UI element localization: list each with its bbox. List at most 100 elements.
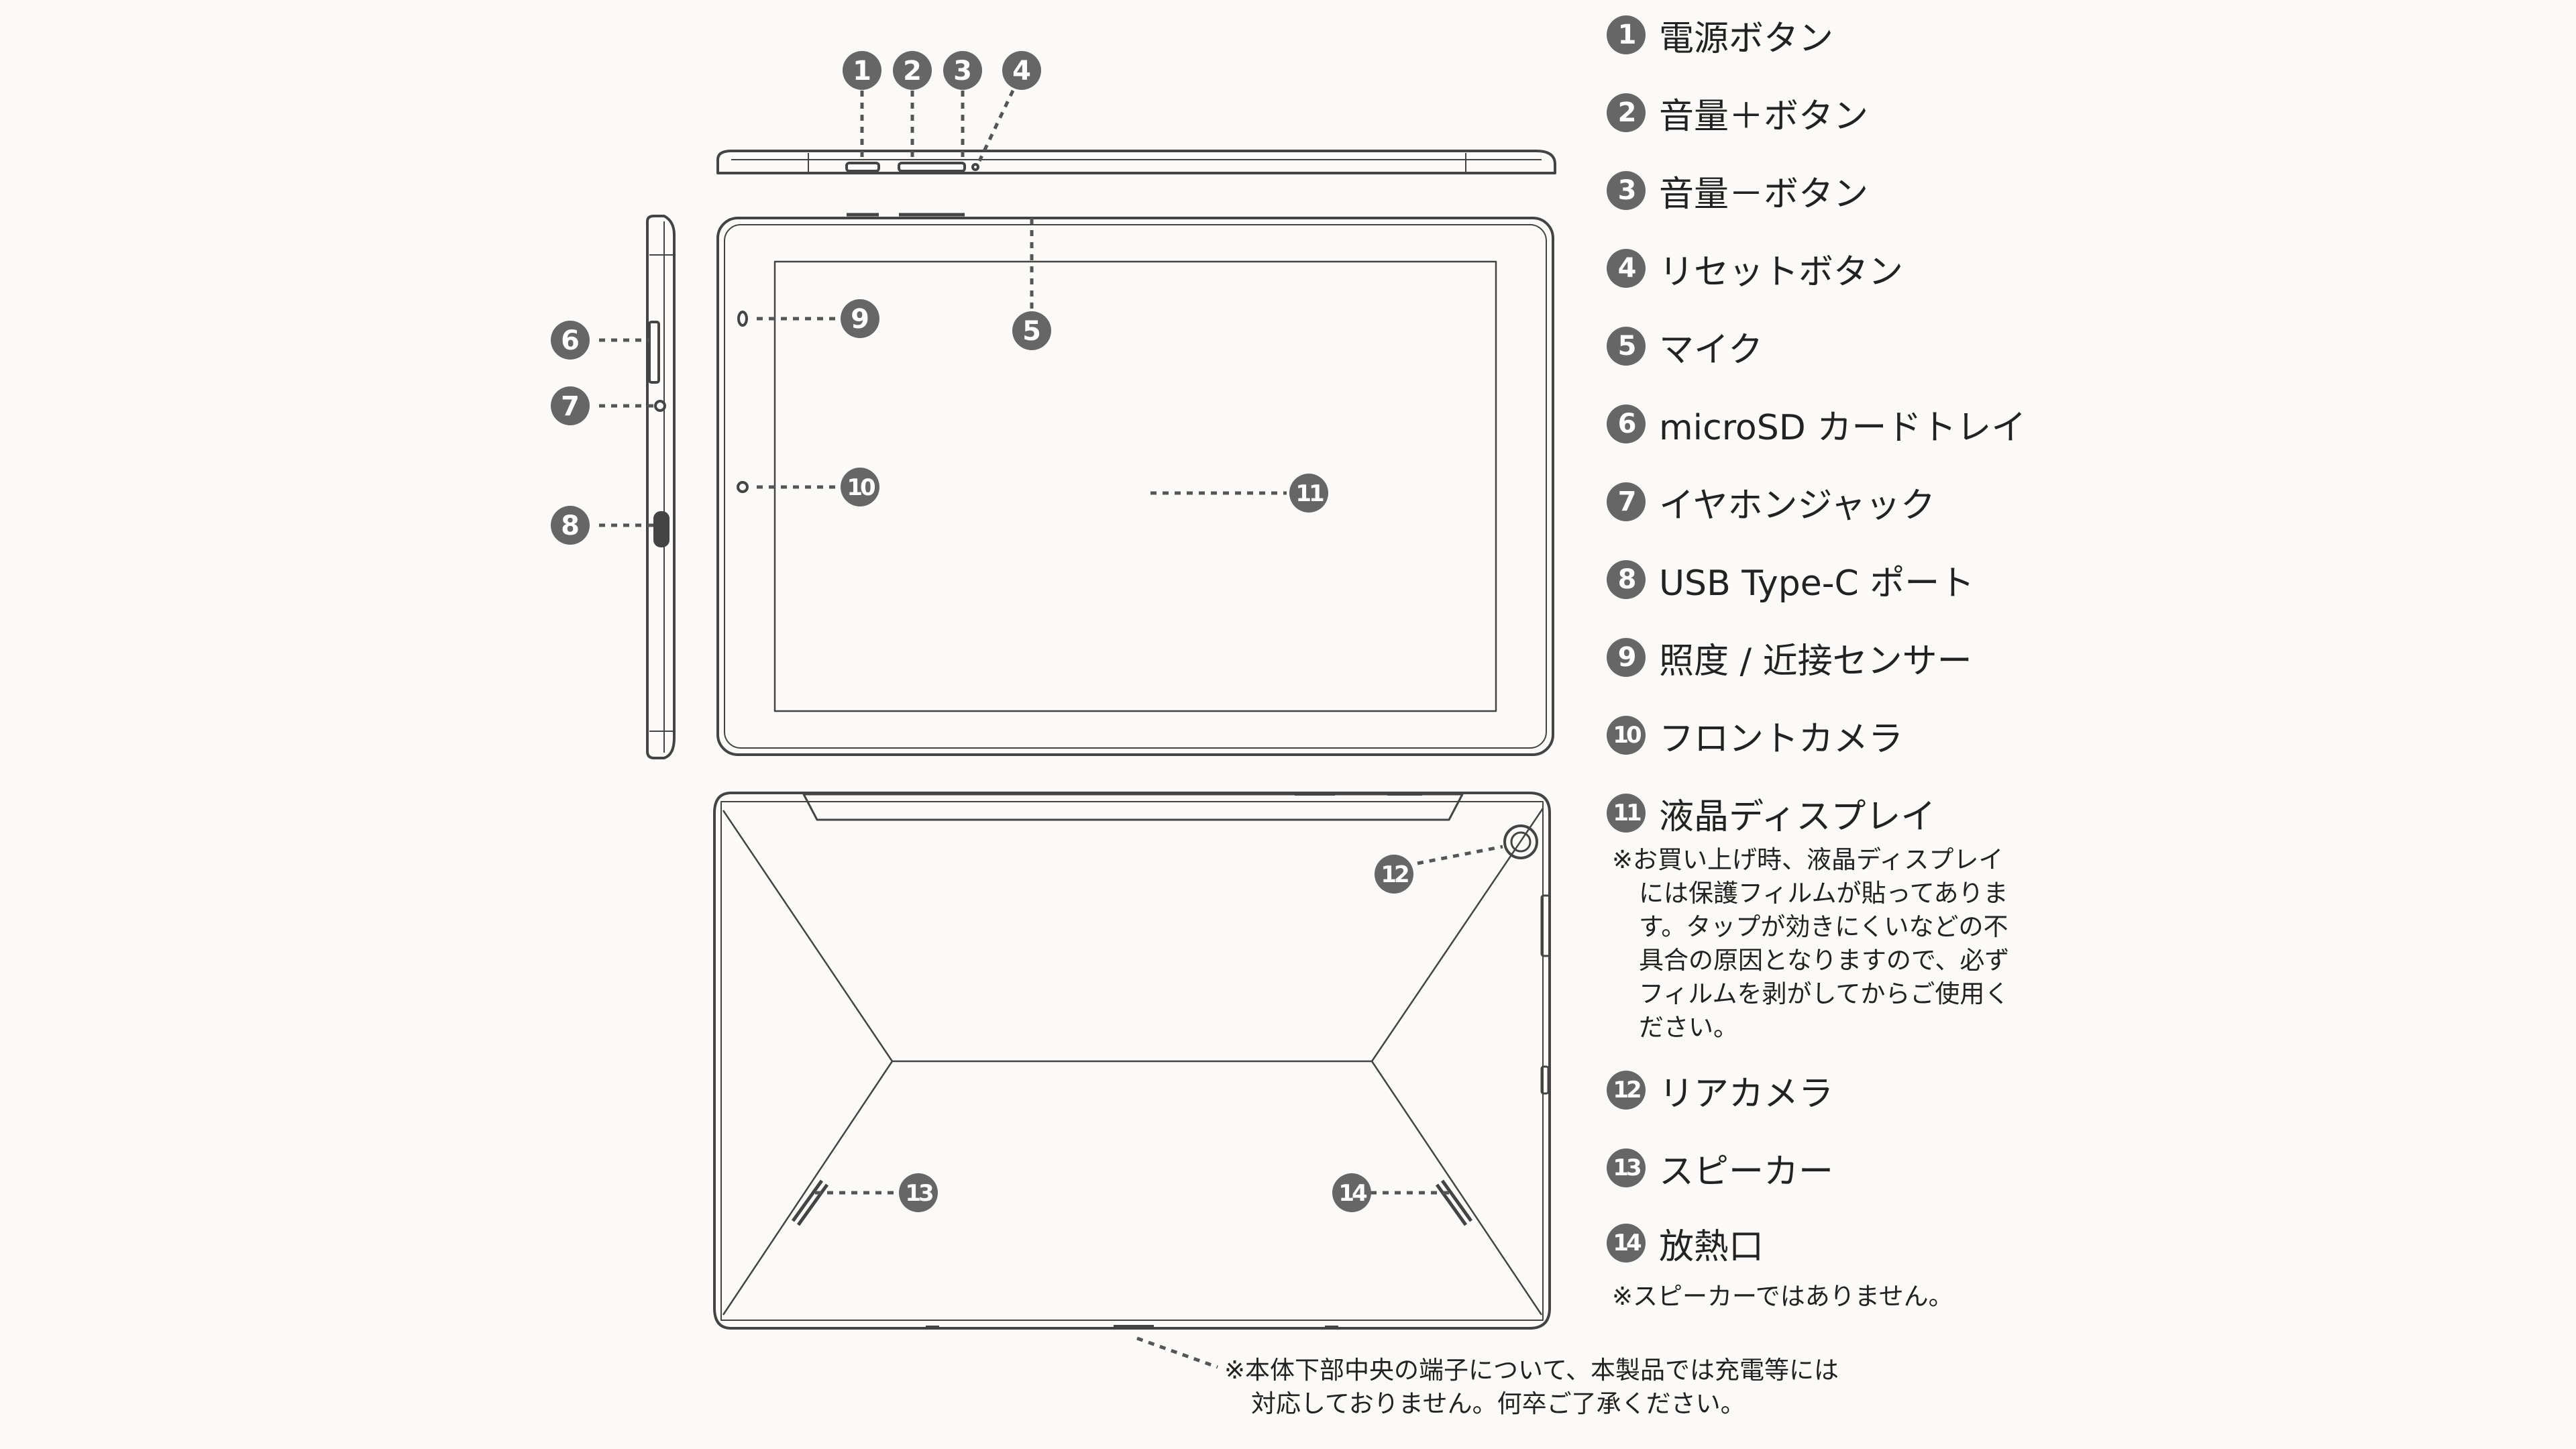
legend-number: 11 — [1607, 794, 1646, 833]
callout-badge-7: 7 — [551, 386, 590, 425]
legend-number: 9 — [1607, 638, 1646, 677]
legend-item-front-camera: 10 フロントカメラ — [1607, 712, 1903, 759]
callout-badge-number: 10 — [847, 474, 875, 501]
power-button-shape — [845, 162, 880, 172]
legend-item-volume-up: 2 音量＋ボタン — [1607, 89, 1868, 137]
legend-number: 5 — [1607, 327, 1646, 366]
light-sensor-shape — [737, 311, 748, 327]
callout-badge-circle — [843, 51, 881, 90]
callout-badge-circle — [551, 321, 590, 360]
legend-number: 8 — [1607, 560, 1646, 599]
callout-badge-circle — [1002, 51, 1041, 90]
callout-badge-number: 14 — [1338, 1180, 1367, 1207]
note-line: ※本体下部中央の端子について、本製品では充電等には — [1224, 1356, 1839, 1385]
rear-camera-shape — [1503, 824, 1538, 859]
callout-badge-circle — [841, 299, 879, 338]
legend-label: 照度 / 近接センサー — [1659, 641, 1972, 682]
callout-badge-number: 1 — [853, 56, 871, 87]
bottom-port-note: ※本体下部中央の端子について、本製品では充電等には 対応しておりません。何卒ご了… — [1224, 1354, 1839, 1421]
legend-label: マイク — [1659, 329, 1763, 370]
callout-badge-12: 12 — [1375, 855, 1413, 894]
legend-item-usb: 8 USB Type-C ポート — [1607, 556, 1975, 604]
legend-label: 電源ボタン — [1659, 18, 1834, 59]
legend-number: 4 — [1607, 249, 1646, 288]
legend-item-earphone: 7 イヤホンジャック — [1607, 478, 1935, 526]
legend-label: USB Type-C ポート — [1659, 563, 1975, 604]
tablet-side-edge-view — [646, 215, 676, 759]
callout-badge-9: 9 — [841, 299, 879, 338]
callout-badge-circle — [899, 1173, 938, 1212]
legend-label: 放熱口 — [1659, 1226, 1764, 1267]
callout-badge-number: 11 — [1295, 480, 1324, 507]
legend-item-sensor: 9 照度 / 近接センサー — [1607, 634, 1972, 682]
legend-number: 12 — [1607, 1071, 1646, 1110]
microsd-tray-shape — [648, 321, 660, 384]
note-line: ※お買い上げ時、液晶ディスプレイ — [1612, 845, 2004, 874]
legend-number: 13 — [1607, 1148, 1646, 1187]
callout-badge-1: 1 — [843, 51, 881, 90]
callout-badge-number: 8 — [561, 511, 580, 541]
callout-badge-circle — [1375, 855, 1413, 894]
callout-badge-4: 4 — [1002, 51, 1041, 90]
legend-number: 2 — [1607, 93, 1646, 132]
legend-item-power: 1 電源ボタン — [1607, 11, 1834, 59]
lcd-film-note: ※お買い上げ時、液晶ディスプレイ には保護フィルムが貼ってありま す。タップが効… — [1612, 843, 2009, 1044]
callout-badge-circle — [551, 386, 590, 425]
note-line: には保護フィルムが貼ってありま — [1639, 879, 2008, 908]
callout-badge-13: 13 — [899, 1173, 938, 1212]
front-camera-shape — [737, 481, 749, 493]
callout-badge-number: 12 — [1381, 861, 1408, 888]
legend-number: 6 — [1607, 405, 1646, 443]
legend-number: 10 — [1607, 716, 1646, 755]
callout-badge-circle — [1012, 311, 1051, 350]
callout-badge-circle — [1289, 474, 1328, 513]
note-line: 具合の原因となりますので、必ず — [1639, 946, 2010, 975]
legend-item-rear-camera: 12 リアカメラ — [1607, 1067, 1833, 1114]
legend-item-mic: 5 マイク — [1607, 323, 1763, 370]
legend-label: 音量－ボタン — [1659, 174, 1869, 215]
callout-badge-14: 14 — [1332, 1173, 1371, 1212]
legend-label: microSD カードトレイ — [1659, 407, 2027, 448]
tablet-back-view — [713, 792, 1551, 1330]
usb-port-shape — [653, 511, 669, 547]
legend-item-reset: 4 リセットボタン — [1607, 245, 1903, 292]
note-line: 対応しておりません。何卒ご了承ください。 — [1251, 1389, 1746, 1418]
leader-lines — [599, 89, 1503, 1369]
reset-hole-shape — [971, 163, 979, 171]
callout-badge-number: 5 — [1022, 316, 1041, 347]
callout-badge-5: 5 — [1012, 311, 1051, 350]
legend-number: 3 — [1607, 171, 1646, 210]
callout-badge-circle — [841, 468, 879, 506]
note-line: す。タップが効きにくいなどの不 — [1639, 912, 2008, 941]
legend-number: 1 — [1607, 15, 1646, 54]
legend-item-vent: 14 放熱口 — [1607, 1220, 1764, 1267]
legend-number: 7 — [1607, 482, 1646, 521]
callout-badge-circle — [943, 51, 982, 90]
tablet-top-edge-view — [716, 150, 1556, 174]
volume-button-shape — [898, 162, 966, 172]
legend-label: 液晶ディスプレイ — [1659, 796, 1936, 837]
legend-item-microsd: 6 microSD カードトレイ — [1607, 400, 2027, 448]
speaker-left-shape — [791, 1179, 829, 1226]
callout-badge-number: 3 — [953, 56, 972, 87]
callout-badge-11: 11 — [1289, 474, 1328, 513]
callout-badge-circle — [893, 51, 932, 90]
legend-item-volume-down: 3 音量－ボタン — [1607, 167, 1869, 215]
legend-item-speaker: 13 スピーカー — [1607, 1144, 1834, 1192]
callout-badge-3: 3 — [943, 51, 982, 90]
callout-badge-10: 10 — [841, 468, 879, 506]
vent-note: ※スピーカーではありません。 — [1612, 1280, 1953, 1313]
legend-label: スピーカー — [1659, 1151, 1834, 1192]
callout-badge-8: 8 — [551, 506, 590, 545]
note-line: ださい。 — [1639, 1013, 1738, 1042]
callout-badge-6: 6 — [551, 321, 590, 360]
callout-badge-number: 13 — [905, 1180, 932, 1207]
lcd-display-shape — [773, 260, 1497, 712]
callout-badge-number: 7 — [561, 391, 580, 422]
note-line: フィルムを剥がしてからご使用く — [1639, 979, 2010, 1008]
legend-label: フロントカメラ — [1659, 718, 1904, 759]
callout-badge-number: 4 — [1012, 56, 1031, 87]
